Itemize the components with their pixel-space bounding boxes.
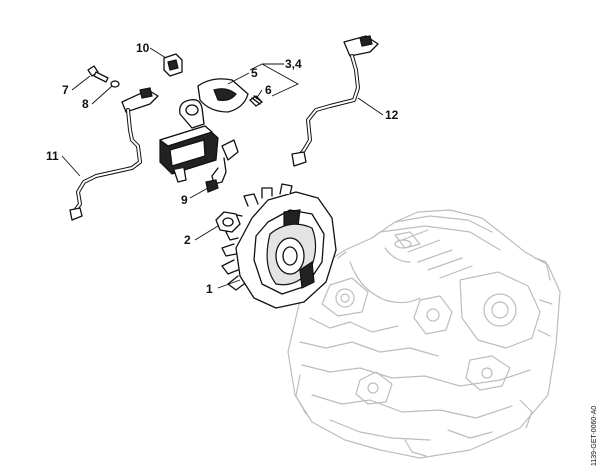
callout-7: 7 xyxy=(62,83,69,97)
spring xyxy=(249,95,263,107)
engine-housing xyxy=(287,209,561,459)
short-circuit-wire xyxy=(69,87,159,221)
callout-12: 12 xyxy=(385,108,399,122)
screw xyxy=(87,65,109,83)
callout-1: 1 xyxy=(206,282,213,296)
ignition-module xyxy=(159,99,219,183)
retaining-clip xyxy=(163,53,183,77)
callout-2: 2 xyxy=(184,233,191,247)
callout-11: 11 xyxy=(46,149,59,163)
module-cover xyxy=(197,78,249,113)
washer xyxy=(110,80,120,88)
callout-3-4: 3,4 xyxy=(285,57,302,71)
leader-lines xyxy=(61,47,384,289)
callout-6: 6 xyxy=(265,83,272,97)
ground-wire xyxy=(291,35,379,167)
callout-10: 10 xyxy=(136,41,150,55)
flywheel-nut xyxy=(215,211,241,233)
drawing-code: 1139-GET-0060-A0 xyxy=(591,406,598,466)
callout-9: 9 xyxy=(181,193,188,207)
callout-8: 8 xyxy=(82,97,89,111)
callout-5: 5 xyxy=(251,66,258,80)
callouts: 1 2 3,4 5 6 7 8 9 10 11 12 xyxy=(46,41,399,296)
flywheel xyxy=(221,183,337,309)
